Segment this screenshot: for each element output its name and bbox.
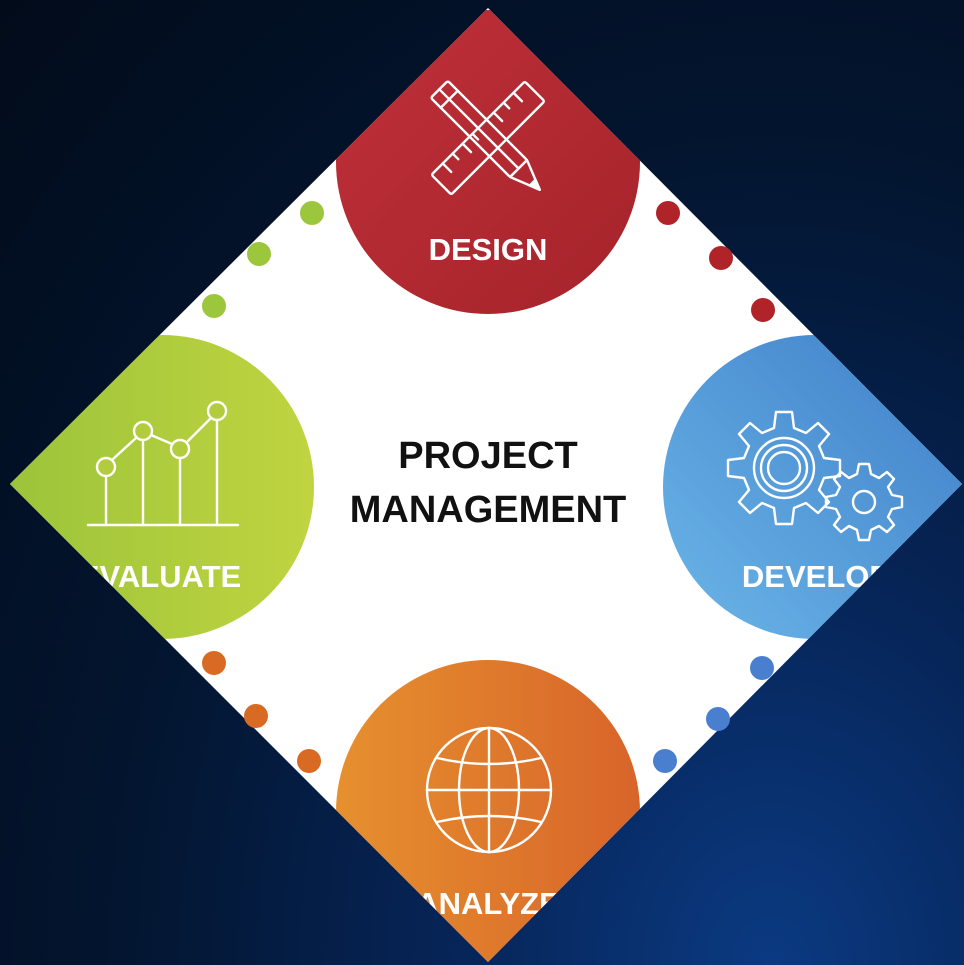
design-phase-circle[interactable]	[336, 10, 640, 314]
connector-dot	[656, 201, 680, 225]
center-title-line2: MANAGEMENT	[350, 489, 627, 531]
globe-icon	[425, 726, 553, 854]
connector-dot	[202, 294, 226, 318]
pencil-ruler-icon	[430, 80, 545, 195]
connector-dot	[750, 656, 774, 680]
connector-dot	[706, 707, 730, 731]
evaluate-label: EVALUATE	[79, 559, 241, 594]
connector-dot	[297, 749, 321, 773]
center-title-line1: PROJECT	[398, 435, 577, 477]
gears-icon	[726, 410, 904, 542]
connector-dots-orange	[202, 651, 321, 773]
connector-dots-blue	[653, 656, 774, 773]
connector-dot	[751, 298, 775, 322]
line-chart-icon	[86, 400, 240, 527]
develop-label: DEVELOP	[742, 559, 890, 594]
connector-dot	[653, 749, 677, 773]
connector-dots-green	[202, 201, 324, 318]
connector-dot	[247, 242, 271, 266]
connector-dot	[244, 704, 268, 728]
connector-dot	[709, 246, 733, 270]
design-label: DESIGN	[429, 232, 548, 267]
analyze-label: ANALYZE	[416, 886, 560, 921]
connector-dot	[202, 651, 226, 675]
connector-dot	[300, 201, 324, 225]
connector-dots-red	[656, 201, 775, 322]
